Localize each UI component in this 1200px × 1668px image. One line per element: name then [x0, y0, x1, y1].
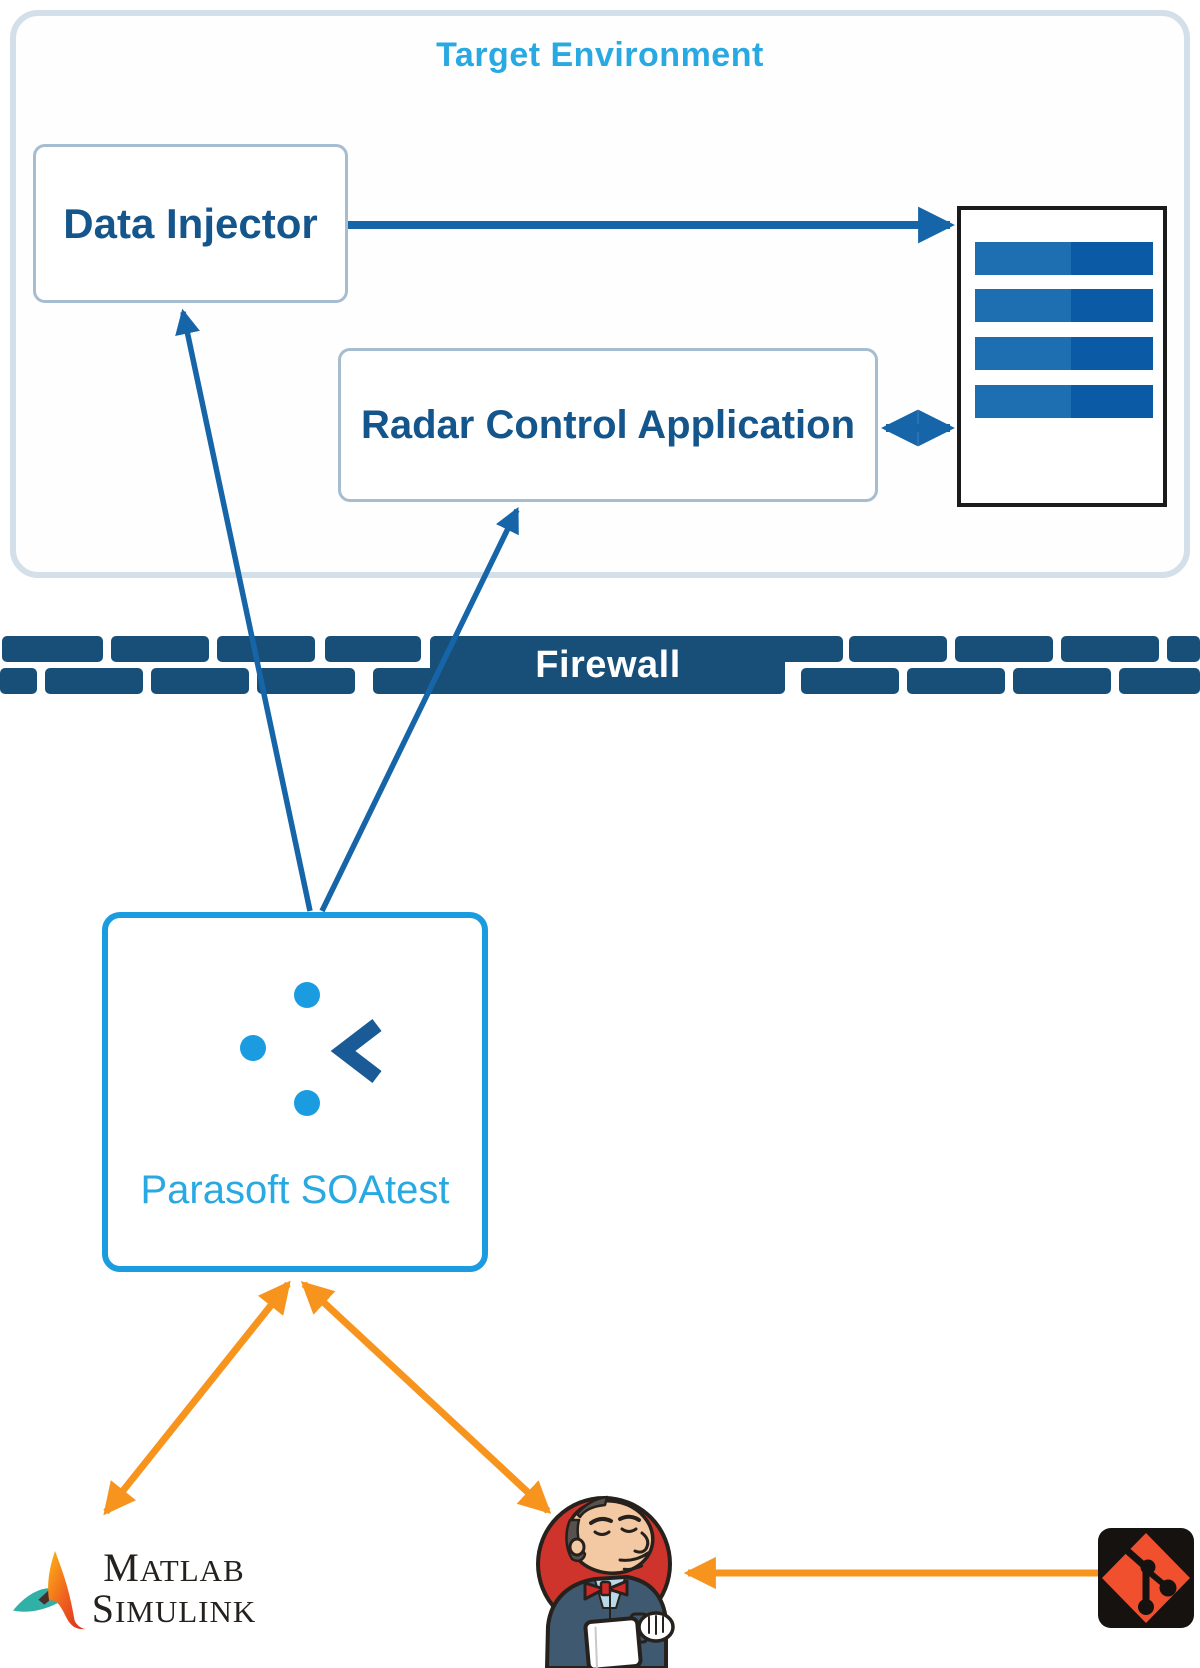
server-bar — [975, 242, 1153, 275]
git-icon — [1098, 1528, 1194, 1628]
parasoft-logo-icon — [240, 982, 382, 1116]
firewall-label: Firewall — [535, 643, 681, 686]
matlab-label: MATLAB — [103, 1545, 245, 1590]
server-rack-icon — [957, 206, 1167, 507]
parasoft-soatest-label: Parasoft SOAtest — [140, 1168, 450, 1212]
target-environment-title: Target Environment — [436, 36, 764, 74]
data-injector-node: Data Injector — [33, 144, 348, 303]
radar-control-application-label: Radar Control Application — [360, 402, 856, 447]
matlab-simulink-label: MATLAB SIMULINK — [88, 1549, 260, 1631]
radar-control-application-node: Radar Control Application — [338, 348, 878, 502]
simulink-label: SIMULINK — [91, 1586, 257, 1631]
jenkins-icon — [536, 1495, 675, 1668]
server-bar — [975, 289, 1153, 322]
server-bar — [975, 385, 1153, 418]
server-bar — [975, 337, 1153, 370]
arrow-soatest-to-matlab-bidirectional — [103, 1280, 291, 1516]
data-injector-label: Data Injector — [63, 199, 318, 247]
parasoft-soatest-node: Parasoft SOAtest — [102, 912, 488, 1272]
matlab-logo-icon — [13, 1550, 86, 1630]
arrow-soatest-to-jenkins-bidirectional — [300, 1281, 552, 1514]
